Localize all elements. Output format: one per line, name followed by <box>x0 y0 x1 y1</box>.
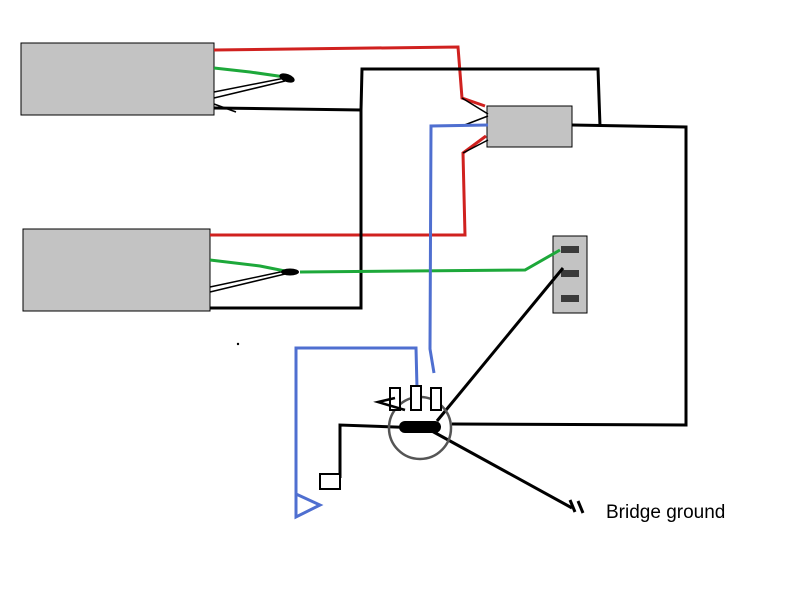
output-jack <box>319 473 341 490</box>
coil-switch-lug <box>561 270 579 277</box>
taped-ends <box>279 73 299 276</box>
pickup-selector <box>486 105 573 148</box>
bridge-ground-label: Bridge ground <box>606 502 725 523</box>
red-wires <box>210 45 487 237</box>
green-wires <box>209 66 561 274</box>
coil-switch-lug <box>561 246 579 253</box>
blue-wires <box>294 123 489 520</box>
pot-lug <box>430 387 442 411</box>
pickup-bridge <box>22 228 211 312</box>
stray-dot <box>236 342 240 346</box>
volume-pot <box>373 385 453 461</box>
pickup-neck <box>20 42 215 116</box>
pot-lug <box>410 385 422 411</box>
bridge-ground-terminal <box>568 499 585 514</box>
black-wires <box>210 67 688 510</box>
coil-switch-lug <box>561 295 579 302</box>
pot-solder-blob <box>399 421 441 433</box>
